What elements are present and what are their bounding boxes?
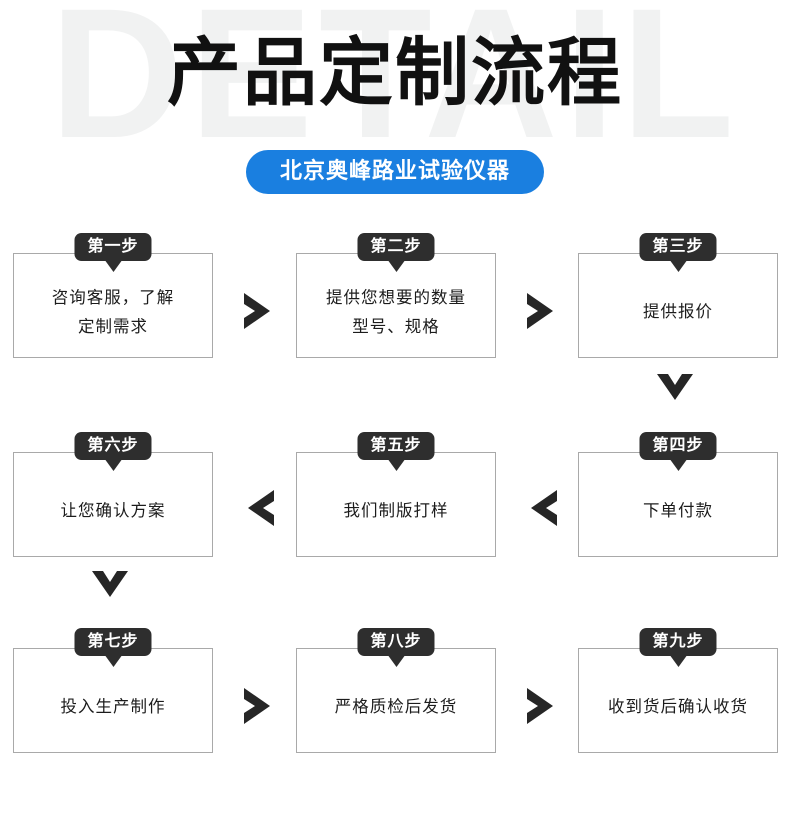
step-body: 我们制版打样 bbox=[297, 453, 495, 556]
step-badge: 第五步 bbox=[357, 432, 435, 461]
flow-step-2[interactable]: 第二步 提供您想要的数量 型号、规格 bbox=[296, 233, 496, 358]
step-badge: 第三步 bbox=[639, 233, 717, 262]
step-text-line: 咨询客服，了解 bbox=[51, 288, 175, 307]
step-text-line: 下单付款 bbox=[643, 502, 713, 521]
flow-step-4[interactable]: 第四步 下单付款 bbox=[578, 432, 778, 557]
chevron-down-icon bbox=[653, 368, 697, 408]
step-text-line: 收到货后确认收货 bbox=[608, 698, 748, 717]
flow-step-9[interactable]: 第九步 收到货后确认收货 bbox=[578, 628, 778, 753]
step-badge: 第六步 bbox=[74, 432, 152, 461]
chevron-right-icon bbox=[236, 684, 282, 728]
flow-step-8[interactable]: 第八步 严格质检后发货 bbox=[296, 628, 496, 753]
flow-row-1: 第一步 咨询客服，了解 定制需求 第二步 提供您想要的数量 型号、规格 第三步 … bbox=[0, 233, 790, 359]
company-name-badge: 北京奥峰路业试验仪器 bbox=[245, 150, 545, 194]
flow-row-2: 第六步 让您确认方案 第五步 我们制版打样 第四步 下单付款 bbox=[0, 432, 790, 558]
step-body: 收到货后确认收货 bbox=[579, 649, 777, 752]
chevron-right-icon bbox=[236, 289, 282, 333]
flow-step-6[interactable]: 第六步 让您确认方案 bbox=[13, 432, 213, 557]
step-badge: 第一步 bbox=[74, 233, 152, 262]
flow-row-3: 第七步 投入生产制作 第八步 严格质检后发货 第九步 收到货后确认收货 bbox=[0, 628, 790, 754]
chevron-left-icon bbox=[519, 486, 565, 530]
page-header: DETAIL 产品定制流程 北京奥峰路业试验仪器 bbox=[0, 0, 790, 205]
step-body: 提供您想要的数量 型号、规格 bbox=[297, 254, 495, 357]
process-flow-diagram: 第一步 咨询客服，了解 定制需求 第二步 提供您想要的数量 型号、规格 第三步 … bbox=[0, 205, 790, 814]
step-text-line: 我们制版打样 bbox=[343, 502, 449, 521]
watermark-text: DETAIL bbox=[49, 0, 741, 177]
flow-step-3[interactable]: 第三步 提供报价 bbox=[578, 233, 778, 358]
step-badge: 第九步 bbox=[639, 628, 717, 657]
flow-step-7[interactable]: 第七步 投入生产制作 bbox=[13, 628, 213, 753]
step-text-line: 投入生产制作 bbox=[60, 698, 166, 717]
step-badge: 第七步 bbox=[74, 628, 152, 657]
step-badge: 第四步 bbox=[639, 432, 717, 461]
chevron-right-icon bbox=[519, 684, 565, 728]
chevron-left-icon bbox=[236, 486, 282, 530]
page-title: 产品定制流程 bbox=[167, 31, 623, 114]
flow-step-5[interactable]: 第五步 我们制版打样 bbox=[296, 432, 496, 557]
step-body: 让您确认方案 bbox=[14, 453, 212, 556]
step-text-line: 让您确认方案 bbox=[60, 502, 166, 521]
step-text-line: 定制需求 bbox=[78, 317, 148, 336]
step-body: 投入生产制作 bbox=[14, 649, 212, 752]
step-text-line: 严格质检后发货 bbox=[334, 698, 458, 717]
step-body: 咨询客服，了解 定制需求 bbox=[14, 254, 212, 357]
chevron-right-icon bbox=[519, 289, 565, 333]
chevron-down-icon bbox=[88, 565, 132, 605]
step-text-line: 提供您想要的数量 bbox=[326, 288, 466, 307]
step-body: 严格质检后发货 bbox=[297, 649, 495, 752]
step-body: 下单付款 bbox=[579, 453, 777, 556]
step-body: 提供报价 bbox=[579, 254, 777, 357]
flow-step-1[interactable]: 第一步 咨询客服，了解 定制需求 bbox=[13, 233, 213, 358]
step-text-line: 提供报价 bbox=[643, 303, 713, 322]
step-badge: 第八步 bbox=[357, 628, 435, 657]
step-badge: 第二步 bbox=[357, 233, 435, 262]
step-text-line: 型号、规格 bbox=[352, 317, 440, 336]
